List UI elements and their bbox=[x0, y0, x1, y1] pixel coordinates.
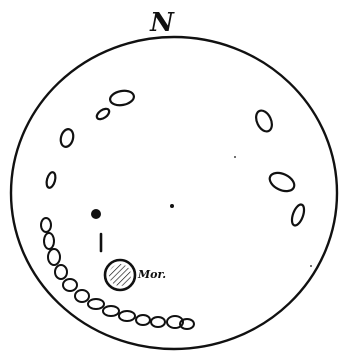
chain-stone bbox=[63, 279, 77, 291]
stone bbox=[59, 128, 75, 148]
mound-label: Mor. bbox=[137, 268, 166, 281]
chain-stone bbox=[41, 218, 51, 232]
north-label: N bbox=[149, 8, 175, 38]
stone bbox=[290, 203, 307, 227]
chain-stone bbox=[136, 315, 150, 325]
chain-stone bbox=[55, 265, 67, 279]
enclosure-circle bbox=[11, 37, 337, 349]
chain-stone bbox=[151, 317, 165, 327]
stone bbox=[95, 107, 111, 122]
stone bbox=[267, 169, 297, 194]
chain-stone bbox=[119, 311, 135, 321]
speck bbox=[310, 265, 312, 267]
center-dot bbox=[170, 204, 174, 208]
stone bbox=[45, 171, 57, 189]
chain-stone bbox=[44, 233, 54, 249]
chain-stone bbox=[103, 306, 119, 316]
mound-hatching bbox=[109, 264, 131, 286]
speck bbox=[234, 156, 236, 158]
chain-stone bbox=[88, 299, 104, 309]
stone bbox=[253, 108, 275, 134]
chain-stone bbox=[75, 290, 89, 302]
marker-dot bbox=[91, 209, 101, 219]
stone bbox=[109, 89, 135, 107]
chain-stone bbox=[48, 249, 60, 265]
